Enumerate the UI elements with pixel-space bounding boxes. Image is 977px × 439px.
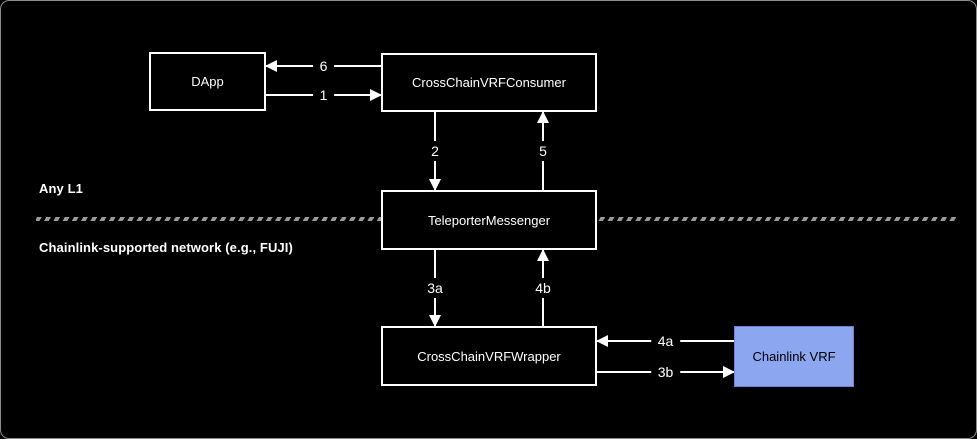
edge-label-6: 6	[312, 56, 335, 76]
arrowhead-down-icon	[429, 179, 441, 191]
arrowhead-up-icon	[537, 111, 549, 123]
arrow-step-4a: 4a	[596, 331, 734, 351]
node-teleporter-messenger: TeleporterMessenger	[381, 190, 597, 250]
arrow-step-1: 1	[266, 85, 382, 105]
arrow-step-4b: 4b	[528, 249, 558, 326]
node-crosschain-vrf-consumer-label: CrossChainVRFConsumer	[412, 75, 566, 90]
node-teleporter-messenger-label: TeleporterMessenger	[427, 212, 551, 228]
edge-label-3a: 3a	[420, 278, 450, 298]
arrowhead-left-icon	[265, 60, 277, 72]
node-crosschain-vrf-wrapper-label: CrossChainVRFWrapper	[417, 348, 561, 364]
edge-label-4b: 4b	[528, 278, 558, 298]
node-crosschain-vrf-consumer: CrossChainVRFConsumer	[381, 53, 597, 112]
edge-label-4a: 4a	[650, 331, 681, 351]
region-label-chainlink-network: Chainlink-supported network (e.g., FUJI)	[39, 240, 293, 255]
node-chainlink-vrf-label: Chainlink VRF	[752, 349, 836, 364]
arrowhead-right-icon	[723, 366, 735, 378]
arrow-step-3a: 3a	[420, 250, 450, 327]
arrowhead-right-icon	[370, 89, 382, 101]
edge-label-3b: 3b	[650, 362, 681, 382]
arrow-step-2: 2	[424, 112, 446, 191]
edge-label-1: 1	[312, 85, 335, 105]
arrow-step-6: 6	[265, 56, 381, 76]
region-label-any-l1: Any L1	[39, 181, 83, 196]
arrow-step-3b: 3b	[597, 362, 735, 382]
node-crosschain-vrf-wrapper: CrossChainVRFWrapper	[381, 326, 597, 386]
node-dapp: DApp	[149, 52, 266, 111]
arrow-step-5: 5	[532, 111, 554, 190]
arrowhead-down-icon	[429, 315, 441, 327]
edge-label-2: 2	[424, 141, 446, 161]
arrowhead-up-icon	[537, 249, 549, 261]
arrowhead-left-icon	[596, 335, 608, 347]
node-chainlink-vrf: Chainlink VRF	[734, 326, 854, 387]
edge-label-5: 5	[532, 141, 554, 161]
node-dapp-label: DApp	[191, 74, 224, 89]
